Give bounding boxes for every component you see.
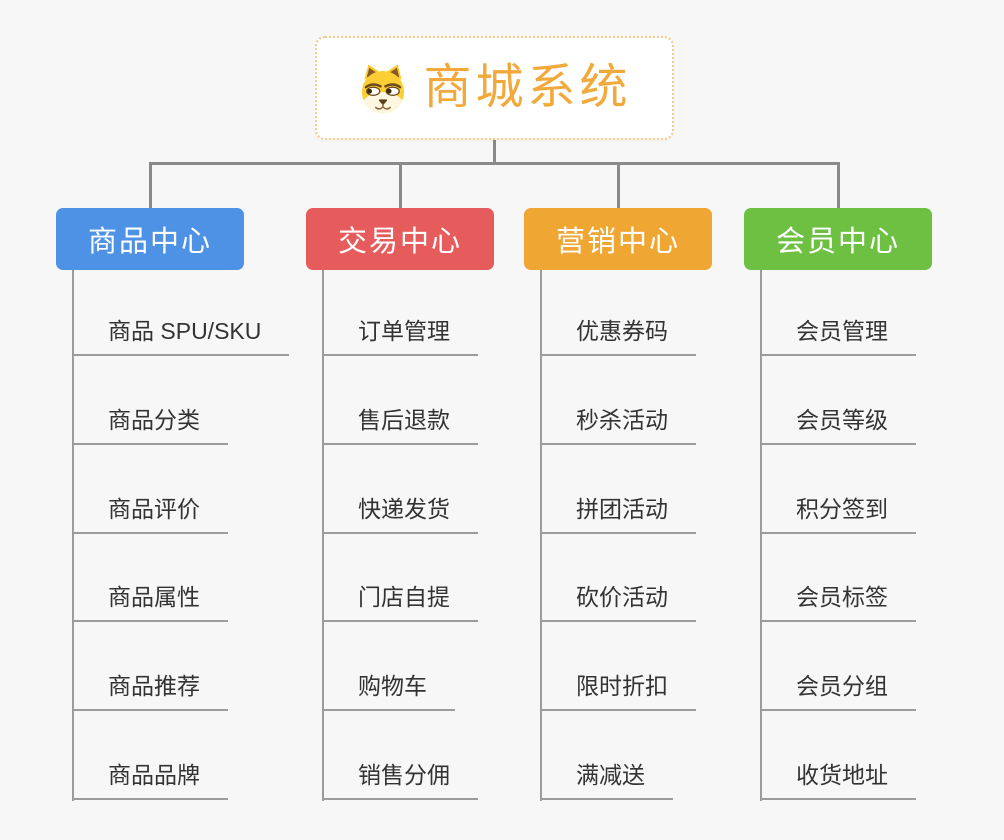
leaf-node[interactable]: 会员管理 bbox=[762, 315, 916, 356]
leaf-node[interactable]: 会员标签 bbox=[762, 581, 916, 622]
connector-drop bbox=[398, 164, 402, 209]
leaf-node[interactable]: 商品评价 bbox=[74, 493, 228, 534]
branch-trunk-line: 订单管理售后退款快递发货门店自提购物车销售分佣 bbox=[322, 270, 584, 801]
leaf-node[interactable]: 秒杀活动 bbox=[542, 404, 696, 445]
leaf-node[interactable]: 收货地址 bbox=[762, 759, 916, 800]
leaf-node[interactable]: 商品 SPU/SKU bbox=[74, 315, 290, 356]
branch-node[interactable]: 营销中心 bbox=[524, 208, 712, 270]
root-node[interactable]: 商城系统 bbox=[315, 36, 674, 140]
leaf-node[interactable]: 售后退款 bbox=[324, 404, 478, 445]
leaf-node[interactable]: 满减送 bbox=[542, 759, 673, 800]
branch-label: 商品中心 bbox=[87, 226, 212, 258]
connector-drop bbox=[616, 164, 620, 209]
branch-node[interactable]: 交易中心 bbox=[306, 208, 494, 270]
branch-trunk-line: 会员管理会员等级积分签到会员标签会员分组收货地址 bbox=[760, 270, 1004, 801]
leaf-node[interactable]: 商品属性 bbox=[74, 581, 228, 622]
connector-horizontal-rail bbox=[149, 162, 840, 165]
connector-drop bbox=[836, 164, 840, 209]
connector-root-stub bbox=[493, 140, 496, 164]
branch-label: 营销中心 bbox=[555, 226, 680, 258]
leaf-node[interactable]: 商品品牌 bbox=[74, 759, 228, 800]
leaf-node[interactable]: 快递发货 bbox=[324, 493, 478, 534]
leaf-node[interactable]: 优惠券码 bbox=[542, 315, 696, 356]
branch-trunk-line: 优惠券码秒杀活动拼团活动砍价活动限时折扣满减送 bbox=[540, 270, 802, 801]
leaf-node[interactable]: 积分签到 bbox=[762, 493, 916, 534]
branch-trunk-line: 商品 SPU/SKU 商品分类商品评价商品属性商品推荐商品品牌 bbox=[72, 270, 334, 801]
dog-face-icon bbox=[357, 62, 409, 114]
branch-node[interactable]: 会员中心 bbox=[744, 208, 932, 270]
root-title: 商城系统 bbox=[423, 61, 632, 114]
leaf-node[interactable]: 砍价活动 bbox=[542, 581, 696, 622]
branch-label: 交易中心 bbox=[337, 226, 462, 258]
branch-node[interactable]: 商品中心 bbox=[56, 208, 244, 270]
leaf-node[interactable]: 拼团活动 bbox=[542, 493, 696, 534]
leaf-node[interactable]: 会员等级 bbox=[762, 404, 916, 445]
leaf-node[interactable]: 门店自提 bbox=[324, 581, 478, 622]
leaf-node[interactable]: 商品推荐 bbox=[74, 670, 228, 711]
connector-drop bbox=[148, 164, 152, 209]
leaf-node[interactable]: 销售分佣 bbox=[324, 759, 478, 800]
leaf-node[interactable]: 商品分类 bbox=[74, 404, 228, 445]
leaf-node[interactable]: 订单管理 bbox=[324, 315, 478, 356]
leaf-node[interactable]: 购物车 bbox=[324, 670, 455, 711]
leaf-node[interactable]: 限时折扣 bbox=[542, 670, 696, 711]
leaf-node[interactable]: 会员分组 bbox=[762, 670, 916, 711]
branch-label: 会员中心 bbox=[775, 226, 900, 258]
